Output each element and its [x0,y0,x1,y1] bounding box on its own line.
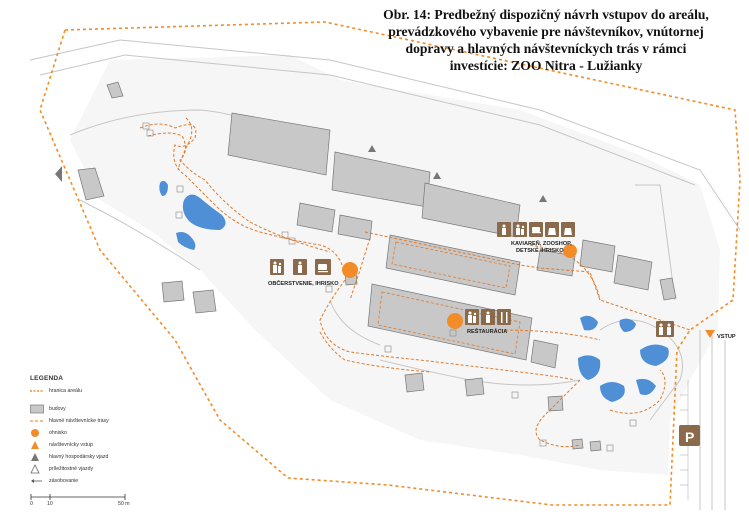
occasional-entrance-icon [30,464,40,474]
label-detske-ihrisko: DETSKÉ IHRISKO [516,246,564,254]
building [404,372,425,393]
building [227,112,331,176]
label-restauracia: REŠTAURÁCIA [467,327,507,335]
kaviaren-icons [497,222,575,237]
legend: LEGENDA hranica areálu budovy hlavné náv… [30,375,200,488]
buildings [77,81,677,452]
pond [578,355,601,380]
building-swatch-icon [30,404,44,414]
legend-label: zásobovanie [49,478,79,484]
label-kaviaren: KAVIAREŇ, ZOOSHOP, [511,239,572,247]
label-vstup: VSTUP [717,334,736,340]
legend-item-budovy: budovy [30,404,200,416]
small-structures [142,122,637,452]
pond [600,382,625,402]
title-line: prevádzkového vybavenie pre návštevníkov… [388,24,704,39]
building [547,395,564,412]
title-line: dopravy a hlavných návštevníckych trás v… [405,41,687,56]
pond [580,315,598,331]
service-entrance-icon [539,195,547,202]
inner-paths [377,241,521,355]
vstup-icons [656,321,674,337]
service-entrances [55,145,547,202]
parking-sign-icon [679,425,700,446]
visitor-paths [139,117,691,448]
service-entrance-icon [368,145,376,152]
focal-points [342,244,577,329]
cutlery-icon [497,309,511,325]
building [571,438,584,450]
building [589,440,602,452]
focal-point-marker [447,313,463,329]
building [106,81,124,99]
building [530,339,559,369]
building [192,289,217,314]
toilet-icon [656,321,674,337]
pond [182,194,226,230]
building [464,377,485,397]
building [337,214,373,241]
roads [29,39,741,510]
obcerstvenie-icons [270,259,331,275]
building [385,234,521,296]
focal-point-marker [342,262,358,278]
pond [619,318,636,332]
legend-item-hranica: hranica areálu [30,386,200,398]
legend-item-prilez-vjazd: príležitostné vjazdy [30,464,200,476]
water-bodies [159,180,669,402]
restauracia-icons [465,309,511,325]
pond [176,232,196,250]
legend-label: hlavné návštevnícke trasy [49,418,109,424]
legend-item-vstup: návštevnícky vstup [30,440,200,452]
legend-label: ohnisko [49,430,67,436]
legend-item-zasobovanie: zásobovanie [30,476,200,488]
legend-item-hosp-vjazd: hlavný hospodársky vjazd [30,452,200,464]
arrow-left-icon [31,479,42,483]
scale-tick-label: 50 m [118,501,130,507]
service-entrance-icon [433,172,441,179]
building [659,277,677,301]
focal-point-marker [563,244,577,258]
path-line-icon [30,420,44,422]
legend-label: hranica areálu [49,388,82,394]
label-obcerstvenie: OBČERSTVENIE, IHRISKO [268,280,339,287]
legend-label: príležitostné vjazdy [49,466,94,472]
service-entrance-icon [31,453,39,461]
title-line: investície: ZOO Nitra - Lužianky [449,58,643,73]
building [161,280,185,303]
pond [159,180,168,196]
legend-label: budovy [49,406,66,412]
legend-label: návštevnícky vstup [49,442,93,448]
legend-item-trasy: hlavné návštevnícke trasy [30,416,200,428]
focal-point-icon [31,429,39,437]
building [296,202,336,233]
title-line: Obr. 14: Predbežný dispozičný návrh vstu… [383,7,709,22]
scale-bar-graphic [30,494,126,500]
boundary-line-icon [30,390,44,392]
pond [640,344,669,366]
service-entrance-icon [55,166,62,182]
building [613,254,653,291]
scale-bar: 0 10 50 m [30,492,140,510]
legend-title: LEGENDA [30,375,64,382]
parking-sign-label: P [685,429,694,445]
building [77,167,105,201]
figure-title: Obr. 14: Predbežný dispozičný návrh vstu… [348,6,744,74]
scale-tick-label: 0 [30,501,33,507]
pond [636,378,656,395]
legend-label: hlavný hospodársky vjazd [49,454,109,460]
legend-item-ohnisko: ohnisko [30,428,200,440]
site-boundary [39,21,741,506]
building [536,249,576,277]
scale-tick-label: 10 [47,501,53,507]
visitor-entrance-icon [31,441,39,449]
visitor-entrance-icon [705,330,715,338]
building [579,239,616,273]
